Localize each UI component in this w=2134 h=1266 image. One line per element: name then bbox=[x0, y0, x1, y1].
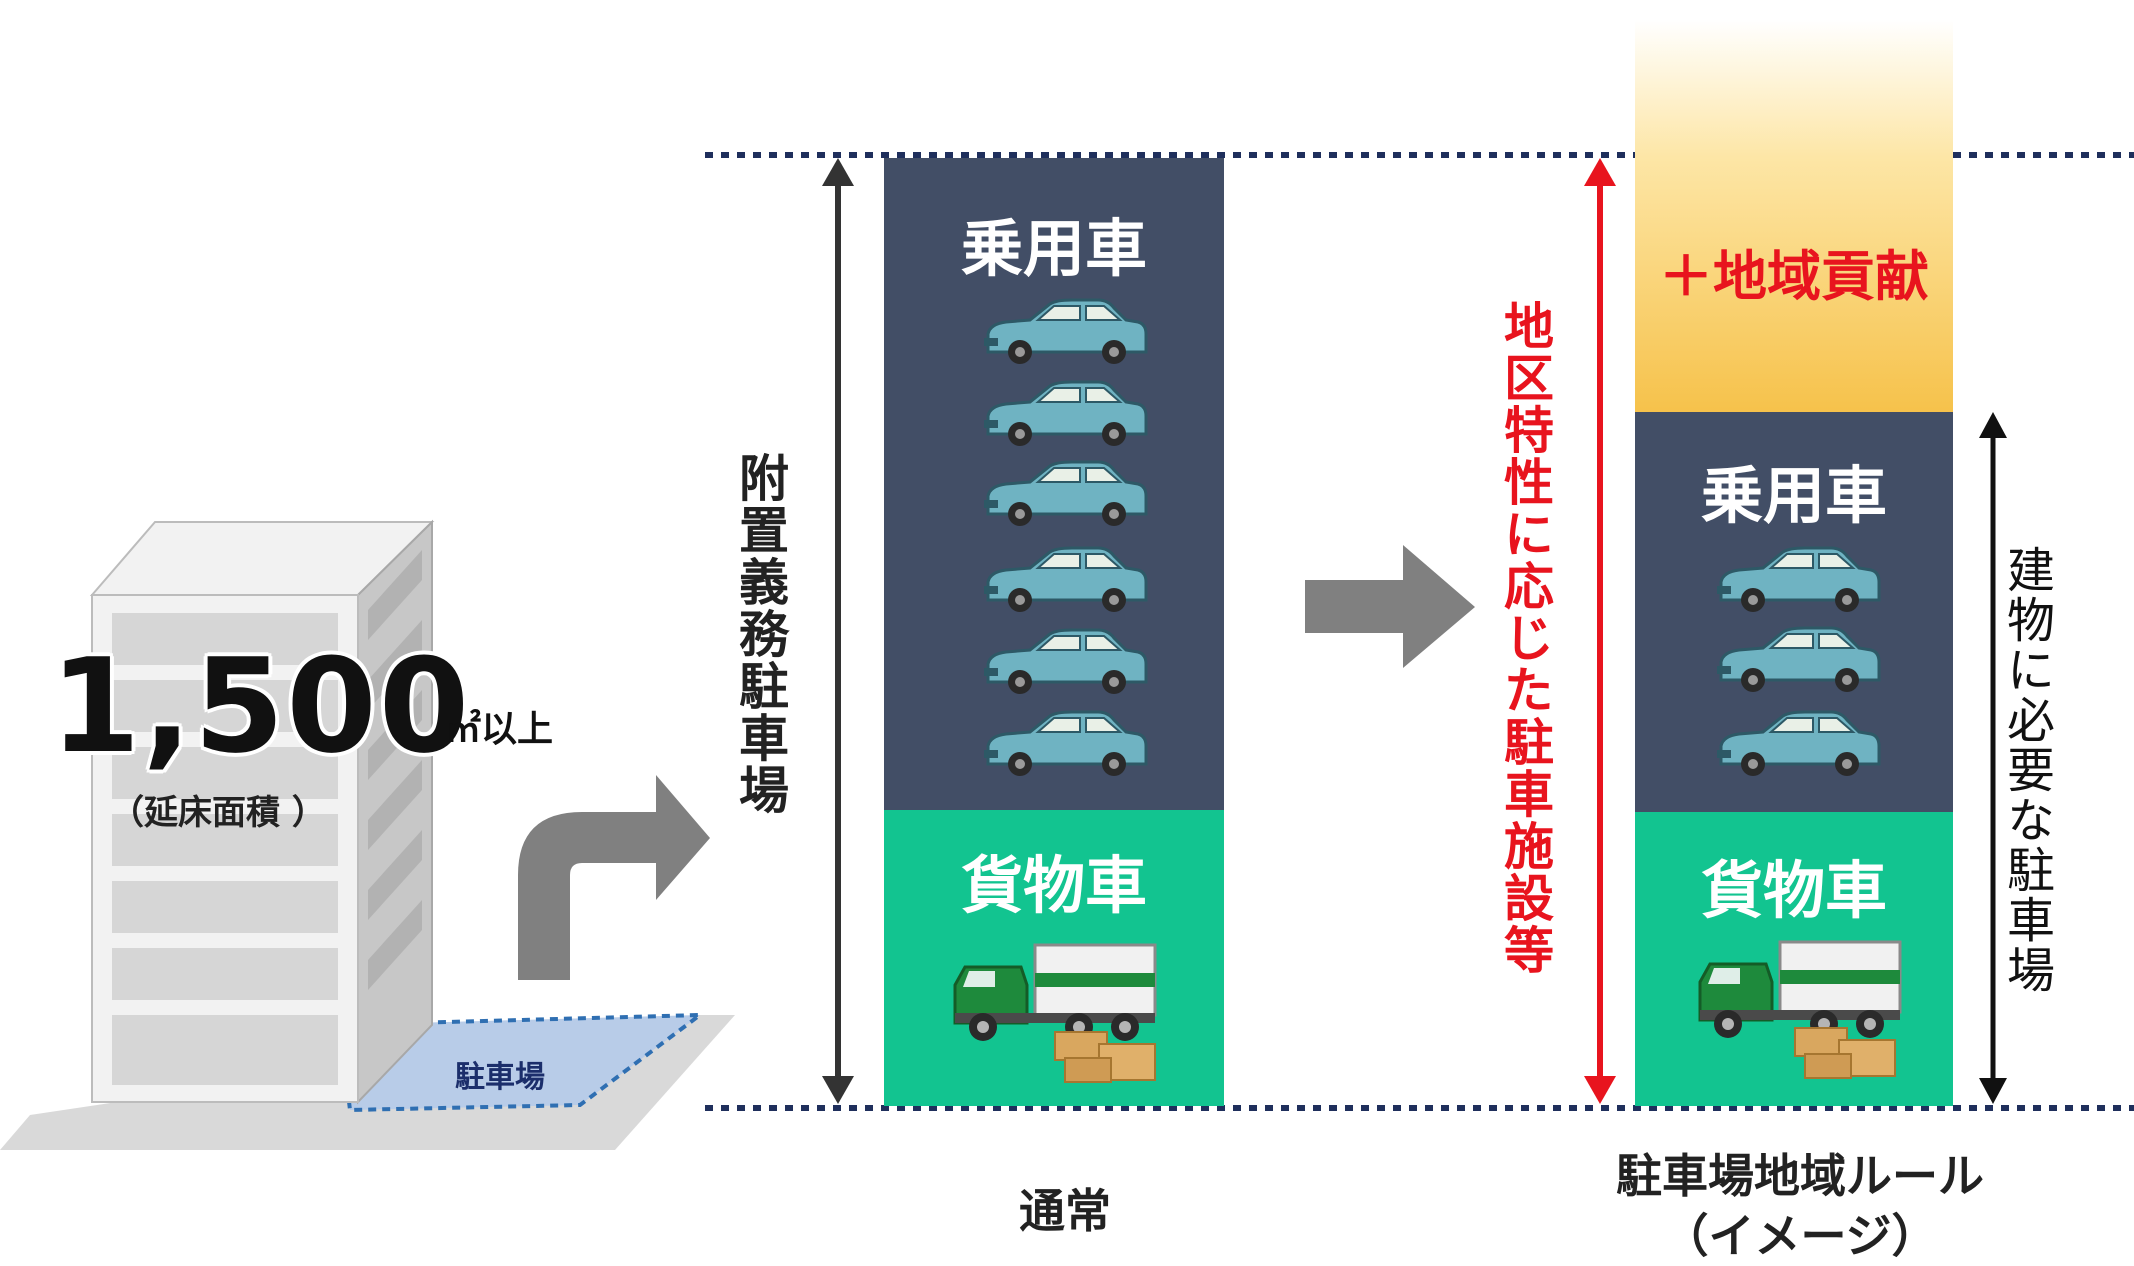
bent-arrow-icon bbox=[518, 775, 710, 980]
region-red-arrow bbox=[1584, 158, 1616, 1104]
building-icon bbox=[0, 519, 735, 1150]
rule-caption-line1: 駐車場地域ルール bbox=[1616, 1149, 1984, 1203]
building-need-arrow bbox=[1979, 412, 2007, 1104]
building-need-label: 建物に必要な駐車場 bbox=[1998, 545, 2054, 995]
normal-passenger-title: 乗用車 bbox=[960, 212, 1147, 285]
rule-caption-line2: （イメージ） bbox=[1662, 1209, 1938, 1263]
normal-height-arrow bbox=[822, 158, 854, 1104]
right-arrow-icon bbox=[1305, 545, 1475, 668]
floor-area-value: 1,500 bbox=[50, 630, 472, 782]
parking-lot-label: 駐車場 bbox=[455, 1060, 545, 1095]
rule-passenger-title: 乗用車 bbox=[1700, 459, 1887, 532]
normal-caption: 通常 bbox=[1019, 1184, 1111, 1238]
contribution-panel bbox=[1635, 20, 1953, 412]
floor-area-note: （延床面積 ） bbox=[110, 793, 326, 833]
region-facility-label: 地区特性に応じた駐車施設等 bbox=[1496, 300, 1554, 976]
contribution-label: ＋地域貢献 bbox=[1659, 245, 1929, 308]
normal-cargo-title: 貨物車 bbox=[960, 849, 1147, 922]
rule-cargo-title: 貨物車 bbox=[1700, 854, 1887, 927]
floor-area-unit: ㎡以上 bbox=[445, 709, 554, 750]
parking-lot-area bbox=[337, 1012, 707, 1113]
mandatory-parking-label: 附置義務駐車場 bbox=[731, 452, 789, 816]
